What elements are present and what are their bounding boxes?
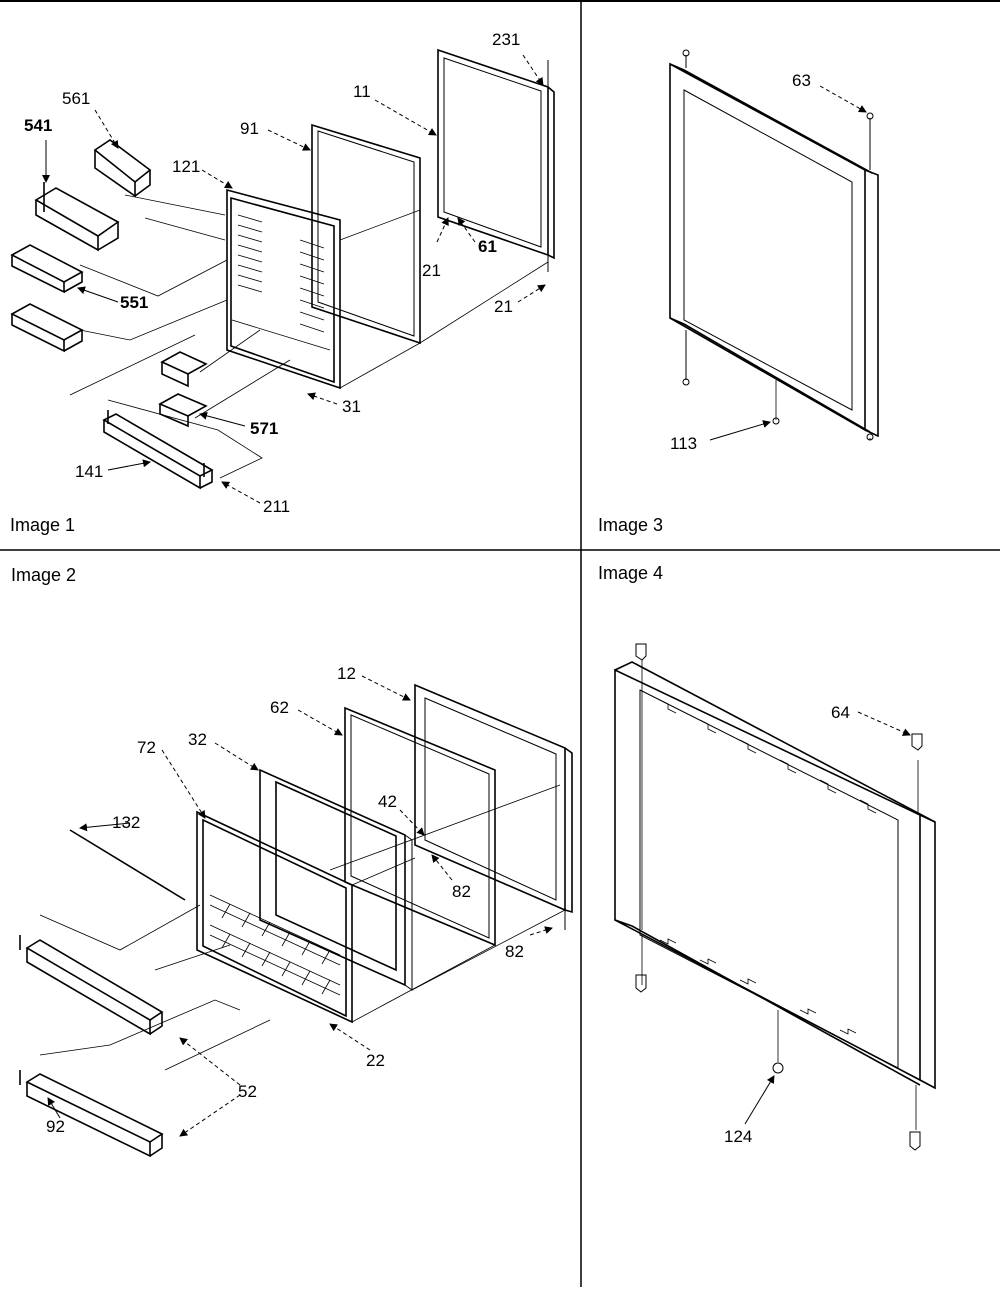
image4-panel: Image 4 64 xyxy=(598,563,936,1151)
image2-labels: 12 62 32 72 42 132 82 82 22 52 92 xyxy=(46,664,524,1136)
label-82-upper: 82 xyxy=(452,882,471,901)
image2-gasket xyxy=(344,706,496,947)
image1-panel: 231 11 561 541 91 121 61 21 21 551 31 57… xyxy=(10,30,555,535)
image1-inner-door xyxy=(226,188,341,390)
label-11: 11 xyxy=(353,82,371,101)
label-571: 571 xyxy=(250,419,278,438)
image1-alignment-lines xyxy=(69,194,549,479)
image3-panel: 63 113 Image 3 xyxy=(598,49,879,535)
image1-caption: Image 1 xyxy=(10,515,75,535)
image2-rod xyxy=(69,829,186,901)
label-124: 124 xyxy=(724,1127,752,1146)
label-21-upper: 21 xyxy=(422,261,441,280)
label-12: 12 xyxy=(337,664,356,683)
label-91: 91 xyxy=(240,119,259,138)
label-561: 561 xyxy=(62,89,90,108)
image1-outer-frame xyxy=(437,48,555,272)
image4-door-frame xyxy=(614,643,936,1151)
label-72: 72 xyxy=(137,738,156,757)
image1-leaders xyxy=(42,54,546,504)
image3-leaders xyxy=(709,85,867,441)
image1-bins xyxy=(10,139,214,490)
image2-alignment-lines xyxy=(39,784,566,1071)
image1-labels: 231 11 561 541 91 121 61 21 21 551 31 57… xyxy=(24,30,520,516)
label-31: 31 xyxy=(342,397,361,416)
image1-gasket xyxy=(311,123,421,345)
label-52: 52 xyxy=(238,1082,257,1101)
image4-caption: Image 4 xyxy=(598,563,663,583)
image2-caption: Image 2 xyxy=(11,565,76,585)
image2-outer-frame xyxy=(414,683,573,930)
image3-caption: Image 3 xyxy=(598,515,663,535)
label-42: 42 xyxy=(378,792,397,811)
label-82-lower: 82 xyxy=(505,942,524,961)
label-92: 92 xyxy=(46,1117,65,1136)
image2-leaders xyxy=(47,675,553,1137)
label-63: 63 xyxy=(792,71,811,90)
label-22: 22 xyxy=(366,1051,385,1070)
image2-bins xyxy=(19,935,164,1158)
label-231: 231 xyxy=(492,30,520,49)
image2-inner-door xyxy=(196,810,353,1024)
label-64: 64 xyxy=(831,703,850,722)
image2-liner xyxy=(259,768,413,991)
label-132: 132 xyxy=(112,813,140,832)
label-541: 541 xyxy=(24,116,52,135)
image2-panel: Image 2 xyxy=(11,565,573,1158)
label-211: 211 xyxy=(263,497,290,516)
label-32: 32 xyxy=(188,730,207,749)
image3-door-frame xyxy=(669,49,879,441)
label-121: 121 xyxy=(172,157,200,176)
label-61: 61 xyxy=(478,237,497,256)
label-62: 62 xyxy=(270,698,289,717)
label-21-lower: 21 xyxy=(494,297,513,316)
image4-leaders xyxy=(744,711,911,1125)
label-113: 113 xyxy=(670,434,697,453)
label-141: 141 xyxy=(75,462,103,481)
label-551: 551 xyxy=(120,293,148,312)
